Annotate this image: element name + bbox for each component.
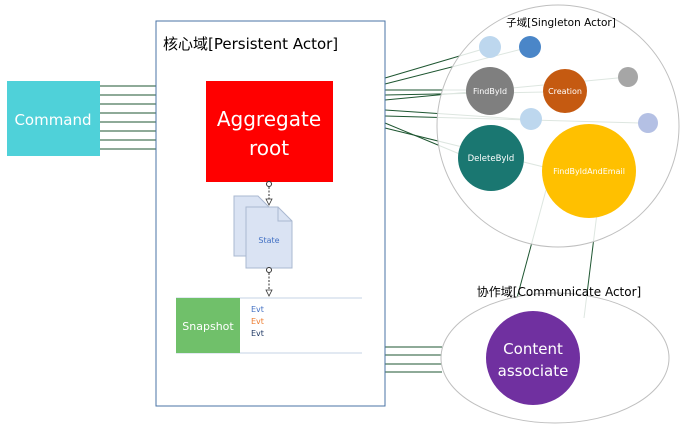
small-actor-blue [519, 36, 541, 58]
delete-by-id-label: DeleteById [468, 154, 515, 164]
event-label-1: Evt [251, 305, 264, 314]
aggregate-root-box[interactable] [206, 81, 333, 182]
collab-domain-title: 协作域[Communicate Actor] [477, 284, 641, 299]
core-domain-title: 核心域[Persistent Actor] [163, 35, 338, 53]
find-by-id-and-email-actor[interactable] [542, 124, 636, 218]
small-actor-lavender [638, 113, 658, 133]
find-by-id-label: FindById [473, 87, 507, 96]
content-associate-actor[interactable] [486, 311, 580, 405]
snapshot-box[interactable] [176, 298, 240, 353]
find-by-id-actor[interactable] [466, 67, 514, 115]
snapshot-label: Snapshot [182, 320, 234, 333]
content-associate-label-line2: associate [498, 362, 569, 380]
event-label-3: Evt [251, 329, 264, 338]
event-label-2: Evt [251, 317, 264, 326]
small-actor-light-blue [479, 36, 501, 58]
state-document-icon [233, 195, 293, 269]
delete-by-id-actor[interactable] [458, 125, 524, 191]
sub-domain-title: 子域[Singleton Actor] [506, 16, 616, 29]
content-associate-label-line1: Content [503, 340, 563, 358]
aggregate-to-state-arrow [265, 181, 273, 206]
aggregate-root-label-line1: Aggregate [217, 107, 321, 131]
collab-connectors [385, 346, 442, 373]
command-connectors [100, 85, 156, 150]
state-label: State [258, 236, 279, 245]
small-actor-gray [618, 67, 638, 87]
creation-label: Creation [548, 87, 582, 96]
state-to-snapshot-arrow [265, 267, 273, 297]
find-by-id-and-email-label: FindByIdAndEmail [553, 167, 625, 176]
aggregate-root-label-line2: root [249, 136, 289, 160]
command-box[interactable] [7, 81, 100, 156]
command-label: Command [14, 111, 91, 129]
creation-actor[interactable] [543, 69, 587, 113]
small-actor-pale-blue [520, 108, 542, 130]
